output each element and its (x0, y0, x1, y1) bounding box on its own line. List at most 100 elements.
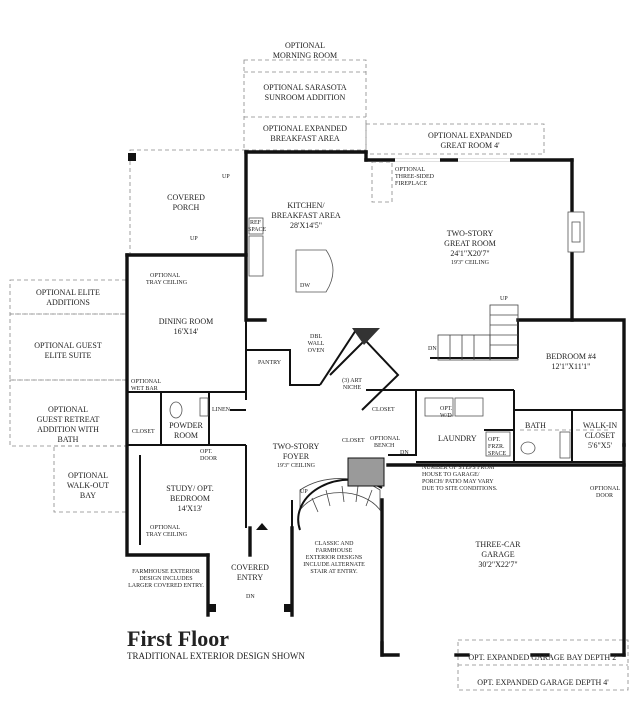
room-labels: OPTIONAL MORNING ROOM OPTIONAL SARASOTA … (34, 41, 620, 687)
label-frzr-3: SPACE (488, 451, 506, 457)
label-expanded-great-room-2: GREAT ROOM 4' (440, 141, 500, 150)
stairs (297, 304, 519, 531)
exterior-walls (125, 150, 626, 657)
label-walkout-bay: OPTIONAL (68, 471, 108, 480)
label-farmhouse-3: LARGER COVERED ENTRY. (128, 583, 204, 589)
label-expanded-breakfast-2: BREAKFAST AREA (270, 134, 339, 143)
label-bench-2: BENCH (374, 443, 395, 449)
interior-walls (127, 255, 624, 545)
label-closet-right: CLOSET (372, 407, 395, 413)
label-wet-bar-2: WET BAR (131, 386, 158, 392)
label-up-foyer: UP (300, 489, 308, 495)
label-opt-door-2: DOOR (200, 456, 217, 462)
label-sunroom: OPTIONAL SARASOTA (263, 83, 347, 92)
label-elite-additions: OPTIONAL ELITE (36, 288, 100, 297)
label-farmhouse-2: DESIGN INCLUDES (139, 576, 192, 582)
plan-title: First Floor (127, 626, 229, 651)
label-steps-note-2: HOUSE TO GARAGE/ (422, 472, 480, 478)
label-guest-retreat-3: ADDITION WITH (37, 425, 99, 434)
label-foyer-2: FOYER (283, 452, 310, 461)
label-great-room: TWO-STORY (447, 229, 494, 238)
label-art-niche: (3) ART (342, 377, 362, 384)
label-tray-ceiling-2: TRAY CEILING (146, 280, 188, 286)
label-tray-ceiling: OPTIONAL (150, 273, 180, 279)
label-study-tray: OPTIONAL (150, 525, 180, 531)
title-block: First Floor TRADITIONAL EXTERIOR DESIGN … (127, 626, 305, 661)
label-walkin: WALK-IN (583, 421, 617, 430)
label-wet-bar: OPTIONAL (131, 379, 161, 385)
label-steps-note: NUMBER OF STEPS FROM (422, 465, 495, 471)
label-optional-door: OPTIONAL (590, 486, 620, 492)
label-laundry: LAUNDRY (438, 434, 477, 443)
label-steps-note-3: PORCH/ PATIO MAY VARY (422, 479, 494, 485)
label-kitchen-3: 28'X14'5" (290, 221, 322, 230)
fixtures (128, 153, 585, 612)
label-steps-note-4: DUE TO SITE CONDITIONS. (422, 486, 498, 492)
label-fireplace-2: THREE-SIDED (395, 174, 435, 180)
label-alt-stair-5: STAIR AT ENTRY. (310, 569, 358, 575)
label-garage-bay-2: OPT. EXPANDED GARAGE BAY DEPTH 2' (468, 653, 618, 662)
label-dn-great-room: DN (428, 346, 437, 352)
label-dining-room: DINING ROOM (159, 317, 213, 326)
label-opt-wd: OPT. (440, 406, 453, 412)
label-alt-stair-4: INCLUDE ALTERNATE (303, 562, 365, 568)
label-morning-room: OPTIONAL (285, 41, 325, 50)
label-garage: THREE-CAR (476, 540, 522, 549)
label-linen: LINEN (212, 407, 231, 413)
label-study-tray-2: TRAY CEILING (146, 532, 188, 538)
label-guest-retreat-2: GUEST RETREAT (37, 415, 100, 424)
label-garage-2: GARAGE (481, 550, 514, 559)
label-expanded-great-room: OPTIONAL EXPANDED (428, 131, 512, 140)
label-garage-3: 30'2"X22'7" (478, 560, 517, 569)
label-bedroom4-2: 12'1"X11'1" (552, 362, 591, 371)
label-guest-retreat-4: BATH (58, 435, 79, 444)
label-bench: OPTIONAL (370, 436, 400, 442)
label-farmhouse: FARMHOUSE EXTERIOR (132, 569, 200, 575)
label-great-room-3: 24'1"X20'7" (450, 249, 489, 258)
label-garage-bay-4: OPT. EXPANDED GARAGE DEPTH 4' (477, 678, 609, 687)
label-powder-room: POWDER (169, 421, 203, 430)
label-closet-left: CLOSET (132, 429, 155, 435)
label-art-niche-2: NICHE (343, 385, 362, 391)
label-oven: DBL (310, 334, 322, 340)
label-study-2: BEDROOM (170, 494, 210, 503)
label-powder-room-2: ROOM (174, 431, 198, 440)
label-walkin-2: CLOSET (585, 431, 615, 440)
label-walkout-bay-3: BAY (80, 491, 96, 500)
label-covered-entry: COVERED (231, 563, 269, 572)
label-alt-stair: CLASSIC AND (315, 541, 355, 547)
label-pantry: PANTRY (258, 360, 282, 366)
label-fireplace-3: FIREPLACE (395, 181, 427, 187)
label-guest-suite-2: ELITE SUITE (45, 351, 92, 360)
label-kitchen: KITCHEN/ (287, 201, 325, 210)
label-foyer: TWO-STORY (273, 442, 320, 451)
label-foyer-3: 19'3" CEILING (277, 463, 316, 469)
label-study-3: 14'X13' (178, 504, 203, 513)
label-ref-2: SPACE (248, 227, 266, 233)
label-kitchen-2: BREAKFAST AREA (271, 211, 340, 220)
label-optional-door-2: DOOR (596, 493, 613, 499)
label-closet-foyer: CLOSET (342, 438, 365, 444)
label-expanded-breakfast: OPTIONAL EXPANDED (263, 124, 347, 133)
label-fireplace: OPTIONAL (395, 167, 425, 173)
label-covered-porch: COVERED (167, 193, 205, 202)
label-dining-room-2: 16'X14' (174, 327, 199, 336)
label-oven-3: OVEN (308, 348, 325, 354)
label-morning-room-2: MORNING ROOM (273, 51, 337, 60)
label-up-great-room: UP (500, 296, 508, 302)
label-opt-door: OPT. (200, 449, 213, 455)
label-walkin-3: 5'6"X5' (588, 441, 612, 450)
label-frzr-2: FRZR. (488, 444, 505, 450)
label-great-room-4: 19'3" CEILING (451, 260, 490, 266)
label-walkout-bay-2: WALK-OUT (67, 481, 109, 490)
label-alt-stair-2: FARMHOUSE (316, 548, 353, 554)
label-up-porch-2: UP (190, 236, 198, 242)
label-guest-retreat: OPTIONAL (48, 405, 88, 414)
label-covered-entry-2: ENTRY (237, 573, 263, 582)
optional-garage-depth (457, 429, 629, 691)
label-bath: BATH (525, 421, 546, 430)
label-study: STUDY/ OPT. (166, 484, 213, 493)
label-frzr: OPT. (488, 437, 501, 443)
label-dw: DW (300, 283, 310, 289)
